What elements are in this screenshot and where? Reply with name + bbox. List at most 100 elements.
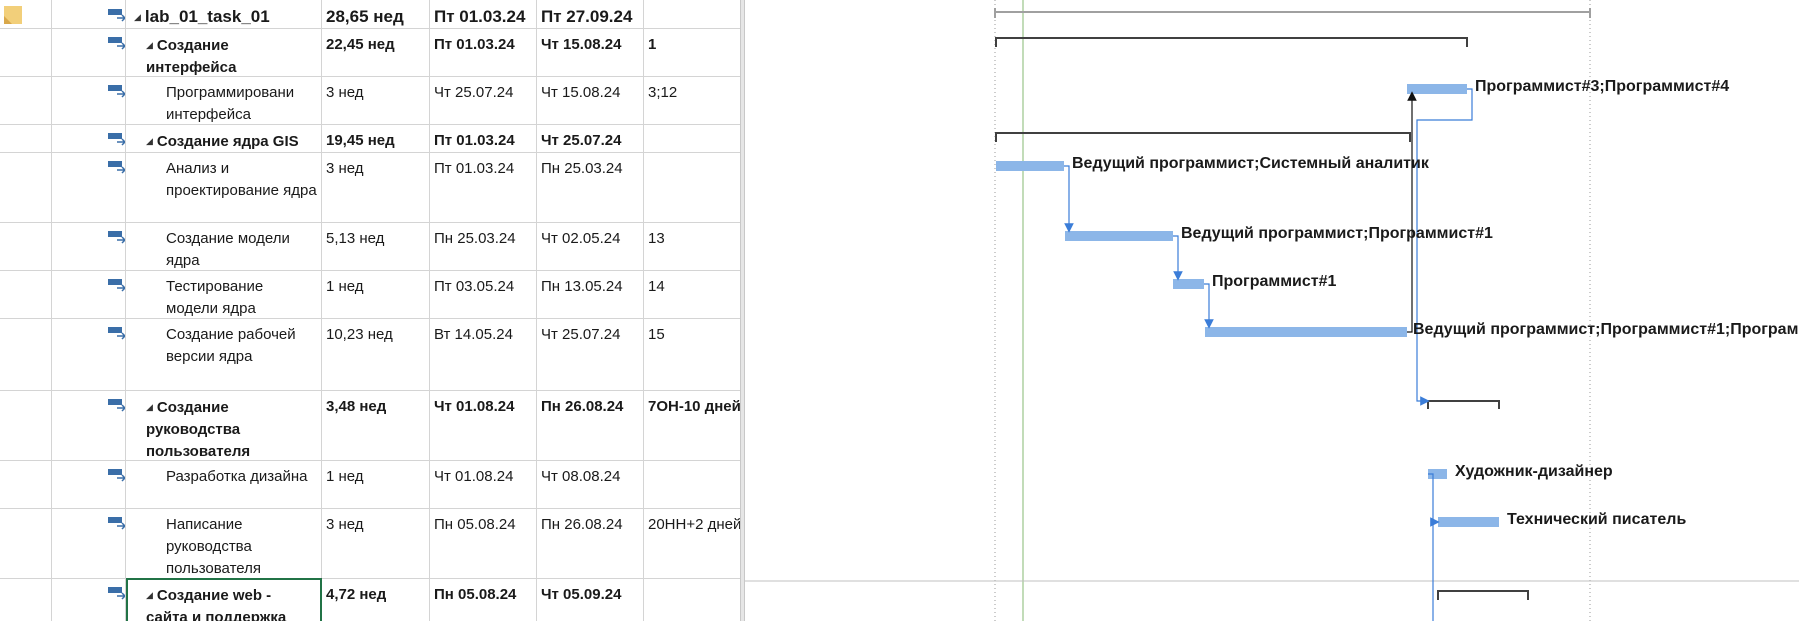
duration-cell[interactable]: 22,45 нед (322, 28, 430, 76)
task-name-cell[interactable]: Создание рабочей версии ядра (126, 318, 322, 390)
task-name-cell[interactable]: ◢Создание руководства пользователя (126, 390, 322, 460)
duration-cell[interactable]: 3 нед (322, 152, 430, 222)
predecessors-cell[interactable]: 7ОН-10 дней (648, 398, 740, 415)
task-name-cell[interactable]: Написание руководства пользователя (126, 508, 322, 578)
task-name-cell[interactable]: ◢lab_01_task_01 (126, 0, 322, 28)
predecessors-cell[interactable]: 15 (648, 326, 665, 343)
predecessors-cell[interactable]: 14 (648, 278, 665, 295)
task-bar-writing-guide[interactable] (1438, 517, 1499, 527)
task-name-cell[interactable]: ◢Создание ядра GIS (126, 124, 322, 152)
finish-cell[interactable]: Чт 15.08.24 (537, 28, 644, 76)
task-mode-cell[interactable] (52, 0, 126, 28)
finish-cell[interactable]: Пн 26.08.24 (537, 390, 644, 460)
finish-cell[interactable]: Чт 08.08.24 (537, 460, 644, 508)
start-cell[interactable]: Пт 01.03.24 (430, 28, 537, 76)
task-mode-cell[interactable] (52, 222, 126, 270)
task-mode-cell[interactable] (52, 508, 126, 578)
duration-cell[interactable]: 3 нед (322, 508, 430, 578)
collapse-triangle-icon[interactable]: ◢ (146, 136, 153, 146)
duration-cell[interactable]: 4,72 нед (322, 578, 430, 621)
task-mode-cell[interactable] (52, 460, 126, 508)
task-name-cell[interactable]: Программировани интерфейса (126, 76, 322, 124)
predecessors-cell[interactable]: 13 (648, 230, 665, 247)
collapse-triangle-icon[interactable]: ◢ (134, 12, 141, 22)
summary-bar-website[interactable] (1437, 590, 1529, 600)
task-name-cell[interactable]: Тестирование модели ядра (126, 270, 322, 318)
duration-cell[interactable]: 28,65 нед (322, 0, 430, 28)
duration-cell[interactable]: 5,13 нед (322, 222, 430, 270)
predecessors-cell[interactable]: 1 (648, 36, 657, 53)
start-cell[interactable]: Пн 05.08.24 (430, 578, 537, 621)
summary-bar-user-guide[interactable] (1427, 400, 1500, 409)
duration-cell[interactable]: 10,23 нед (322, 318, 430, 390)
start-cell[interactable]: Чт 25.07.24 (430, 76, 537, 124)
task-name-cell[interactable]: Разработка дизайна (126, 460, 322, 508)
start-cell[interactable]: Пт 01.03.24 (430, 152, 537, 222)
task-name-cell[interactable]: Анализ и проектирование ядра (126, 152, 322, 222)
predecessors-cell[interactable] (644, 0, 740, 28)
duration-cell[interactable]: 1 нед (322, 460, 430, 508)
task-bar-design[interactable] (1428, 469, 1447, 479)
start-cell[interactable]: Пт 03.05.24 (430, 270, 537, 318)
collapse-triangle-icon[interactable]: ◢ (146, 590, 153, 600)
finish-cell[interactable]: Чт 25.07.24 (537, 318, 644, 390)
start-cell[interactable]: Вт 14.05.24 (430, 318, 537, 390)
collapse-triangle-icon[interactable]: ◢ (146, 402, 153, 412)
start-cell[interactable]: Пн 05.08.24 (430, 508, 537, 578)
task-mode-cell[interactable] (52, 270, 126, 318)
task-name-cell[interactable]: Создание модели ядра (126, 222, 322, 270)
task-bar-analysis[interactable] (996, 161, 1064, 171)
task-name-cell[interactable]: ◢Создание web - сайта и поддержка (126, 578, 322, 621)
predecessors-cell[interactable] (644, 152, 740, 222)
project-summary-bar[interactable] (994, 8, 1591, 18)
task-mode-cell[interactable] (52, 578, 126, 621)
task-bar-core-model[interactable] (1065, 231, 1173, 241)
note-icon[interactable] (4, 6, 22, 24)
duration-cell[interactable]: 19,45 нед (322, 124, 430, 152)
predecessors-cell[interactable] (644, 578, 740, 621)
start-cell[interactable]: Пт 01.03.24 (430, 0, 537, 28)
start-cell[interactable]: Пт 01.03.24 (430, 124, 537, 152)
duration-cell[interactable]: 3 нед (322, 76, 430, 124)
task-bar-core-testing[interactable] (1173, 279, 1204, 289)
task-bar-working-version[interactable] (1205, 327, 1407, 337)
duration-cell[interactable]: 1 нед (322, 270, 430, 318)
predecessors-cell[interactable] (644, 460, 740, 508)
summary-bar-gis-core[interactable] (995, 132, 1411, 142)
start-cell[interactable]: Пн 25.03.24 (430, 222, 537, 270)
finish-cell[interactable]: Пн 13.05.24 (537, 270, 644, 318)
collapse-triangle-icon[interactable]: ◢ (146, 40, 153, 50)
finish-cell[interactable]: Чт 15.08.24 (537, 76, 644, 124)
task-mode-cell[interactable] (52, 124, 126, 152)
predecessors-cell[interactable] (644, 124, 740, 152)
finish-cell[interactable]: Чт 25.07.24 (537, 124, 644, 152)
task-mode-cell[interactable] (52, 76, 126, 124)
split-divider[interactable] (740, 0, 745, 621)
summary-bar-interface[interactable] (995, 37, 1468, 47)
start-cell[interactable]: Чт 01.08.24 (430, 460, 537, 508)
predecessors-cell[interactable]: 3;12 (648, 84, 678, 101)
predecessors-cell[interactable]: 20НН+2 дней (648, 516, 740, 533)
finish-cell[interactable]: Чт 05.09.24 (537, 578, 644, 621)
task-mode-cell[interactable] (52, 152, 126, 222)
task-mode-cell[interactable] (52, 318, 126, 390)
start-cell[interactable]: Чт 01.08.24 (430, 390, 537, 460)
finish-cell[interactable]: Пн 25.03.24 (537, 152, 644, 222)
duration-cell[interactable]: 3,48 нед (322, 390, 430, 460)
task-mode-cell[interactable] (52, 390, 126, 460)
finish-cell[interactable]: Пн 26.08.24 (537, 508, 644, 578)
task-bar-programming-interface[interactable] (1407, 84, 1467, 94)
finish-cell[interactable]: Чт 02.05.24 (537, 222, 644, 270)
